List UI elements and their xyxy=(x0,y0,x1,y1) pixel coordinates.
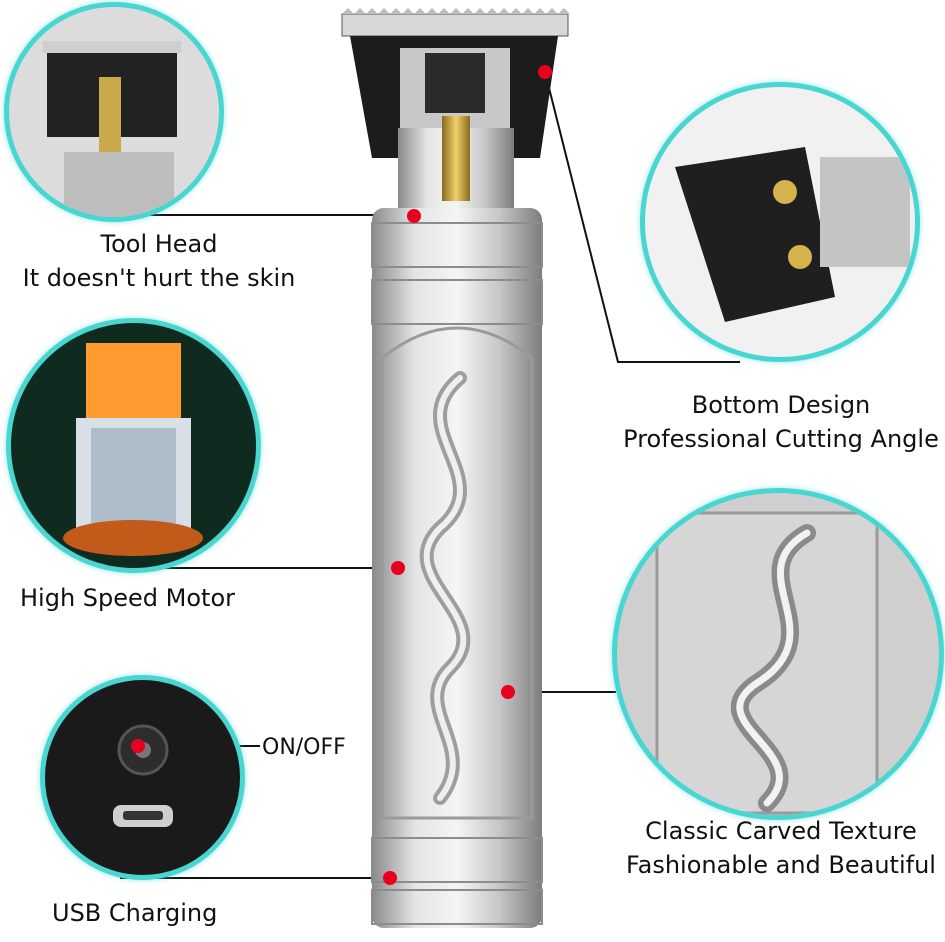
detail-circle-texture xyxy=(612,488,944,820)
texture-title: Classic Carved Texture xyxy=(645,817,917,845)
label-texture: Classic Carved Texture Fashionable and B… xyxy=(622,814,940,882)
bottom-design-title: Bottom Design xyxy=(691,391,871,419)
bottom-design-subtitle: Professional Cutting Angle xyxy=(623,425,939,453)
label-tool-head: Tool Head It doesn't hurt the skin xyxy=(14,227,304,295)
tool-head-title: Tool Head xyxy=(100,230,218,258)
detail-circle-tool-head xyxy=(4,2,224,222)
detail-circle-bottom-design xyxy=(640,82,920,362)
line-bottom-design xyxy=(544,71,740,363)
bottom-design-image xyxy=(675,147,910,322)
texture-subtitle: Fashionable and Beautiful xyxy=(626,851,936,879)
marker-dot-tool-head xyxy=(407,209,421,223)
marker-dot-usb xyxy=(383,871,397,885)
label-on-off: ON/OFF xyxy=(262,735,346,760)
marker-dot-motor xyxy=(391,561,405,575)
label-bottom-design: Bottom Design Professional Cutting Angle xyxy=(620,388,942,456)
tool-head-subtitle: It doesn't hurt the skin xyxy=(22,264,296,292)
carved-texture-image xyxy=(655,511,879,815)
trimmer-illustration xyxy=(341,8,570,928)
detail-circle-motor xyxy=(6,318,261,573)
tool-head-image xyxy=(43,41,181,217)
usb-port-image xyxy=(113,724,173,827)
motor-image xyxy=(63,343,203,556)
label-usb: USB Charging xyxy=(52,899,218,927)
label-motor: High Speed Motor xyxy=(20,584,236,612)
marker-dot-bottom-design xyxy=(538,65,552,79)
detail-circle-usb xyxy=(40,675,245,880)
trimmer-product xyxy=(330,8,570,938)
marker-dot-on-off xyxy=(131,739,145,753)
marker-dot-texture xyxy=(501,685,515,699)
